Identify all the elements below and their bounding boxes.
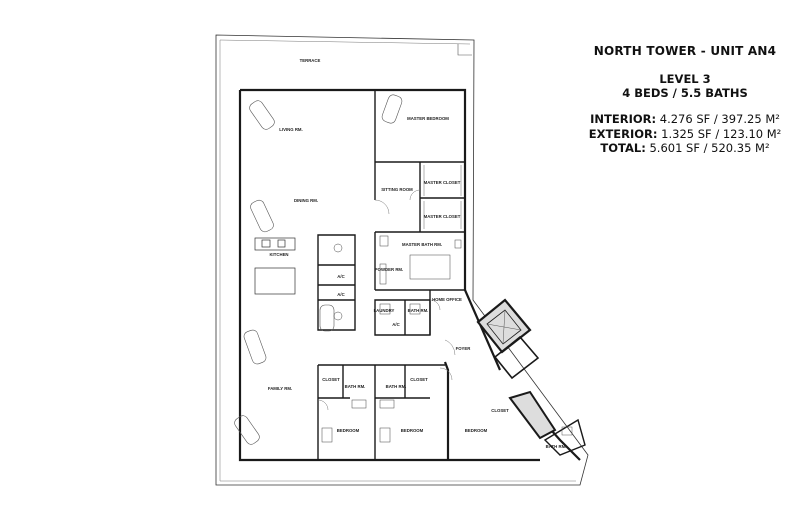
label-powder: POWDER RM. [375, 267, 403, 272]
label-master-closet-2: MASTER CLOSET [424, 214, 461, 219]
unit-areas: INTERIOR: 4.276 SF / 397.25 M² EXTERIOR:… [580, 112, 790, 156]
terrace-rail-top [457, 44, 472, 56]
exterior-walls [238, 88, 581, 462]
unit-title: NORTH TOWER - UNIT AN4 [593, 44, 777, 58]
exterior-area: EXTERIOR: 1.325 SF / 123.10 M² [580, 127, 790, 142]
kitchen-island [254, 237, 296, 295]
label-master-bath: MASTER BATH RM. [402, 242, 442, 247]
label-bath-3: BATH RM. [386, 384, 407, 389]
total-area: TOTAL: 5.601 SF / 520.35 M² [580, 141, 790, 156]
label-bedroom-1: BEDROOM [337, 428, 360, 433]
label-kitchen: KITCHEN [269, 252, 288, 257]
interior-area: INTERIOR: 4.276 SF / 397.25 M² [580, 112, 790, 127]
label-closet-2: CLOSET [410, 377, 428, 382]
label-bedroom-3: BEDROOM [465, 428, 488, 433]
label-bath-1: BATH RM. [408, 308, 429, 313]
unit-info-panel: NORTH TOWER - UNIT AN4 LEVEL 3 4 BEDS / … [580, 44, 790, 156]
interior-value: 4.276 SF / 397.25 M² [659, 112, 780, 126]
total-label: TOTAL: [600, 141, 646, 155]
exterior-label: EXTERIOR: [588, 126, 658, 141]
label-ac-3: A/C [392, 322, 399, 327]
terrace-furniture [234, 94, 403, 445]
exterior-value: 1.325 SF / 123.10 M² [661, 126, 782, 141]
label-laundry: LAUNDRY [374, 308, 395, 313]
label-closet-1: CLOSET [322, 377, 340, 382]
closet-shelves [423, 165, 462, 229]
label-living: LIVING RM. [279, 127, 302, 132]
total-value: 5.601 SF / 520.35 M² [649, 141, 770, 155]
label-foyer: FOYER [456, 346, 472, 351]
interior-walls [317, 90, 465, 460]
label-bath-4: BATH RM. [546, 444, 567, 449]
label-master-closet-1: MASTER CLOSET [424, 180, 461, 185]
label-ac-1: A/C [337, 274, 344, 279]
label-family: FAMILY RM. [268, 386, 292, 391]
unit-beds-baths: 4 BEDS / 5.5 BATHS [622, 86, 748, 100]
label-bedroom-2: BEDROOM [401, 428, 424, 433]
label-closet-3: CLOSET [491, 408, 509, 413]
label-master-bedroom: MASTER BEDROOM [407, 116, 449, 121]
label-ac-2: A/C [337, 292, 344, 297]
terrace-railing [219, 39, 576, 482]
interior-label: INTERIOR: [590, 112, 657, 126]
label-home-office: HOME OFFICE [432, 297, 462, 302]
label-terrace: TERRACE [300, 58, 321, 63]
unit-level: LEVEL 3 [659, 72, 711, 86]
bath-core [508, 390, 586, 456]
label-bath-2: BATH RM. [345, 384, 366, 389]
door-swings [317, 189, 456, 411]
terrace-outline [215, 34, 589, 486]
label-sitting-room: SITTING ROOM [381, 187, 413, 192]
bath-fixtures [321, 235, 462, 443]
label-dining: DINING RM. [294, 198, 318, 203]
elevator-core [476, 298, 540, 380]
